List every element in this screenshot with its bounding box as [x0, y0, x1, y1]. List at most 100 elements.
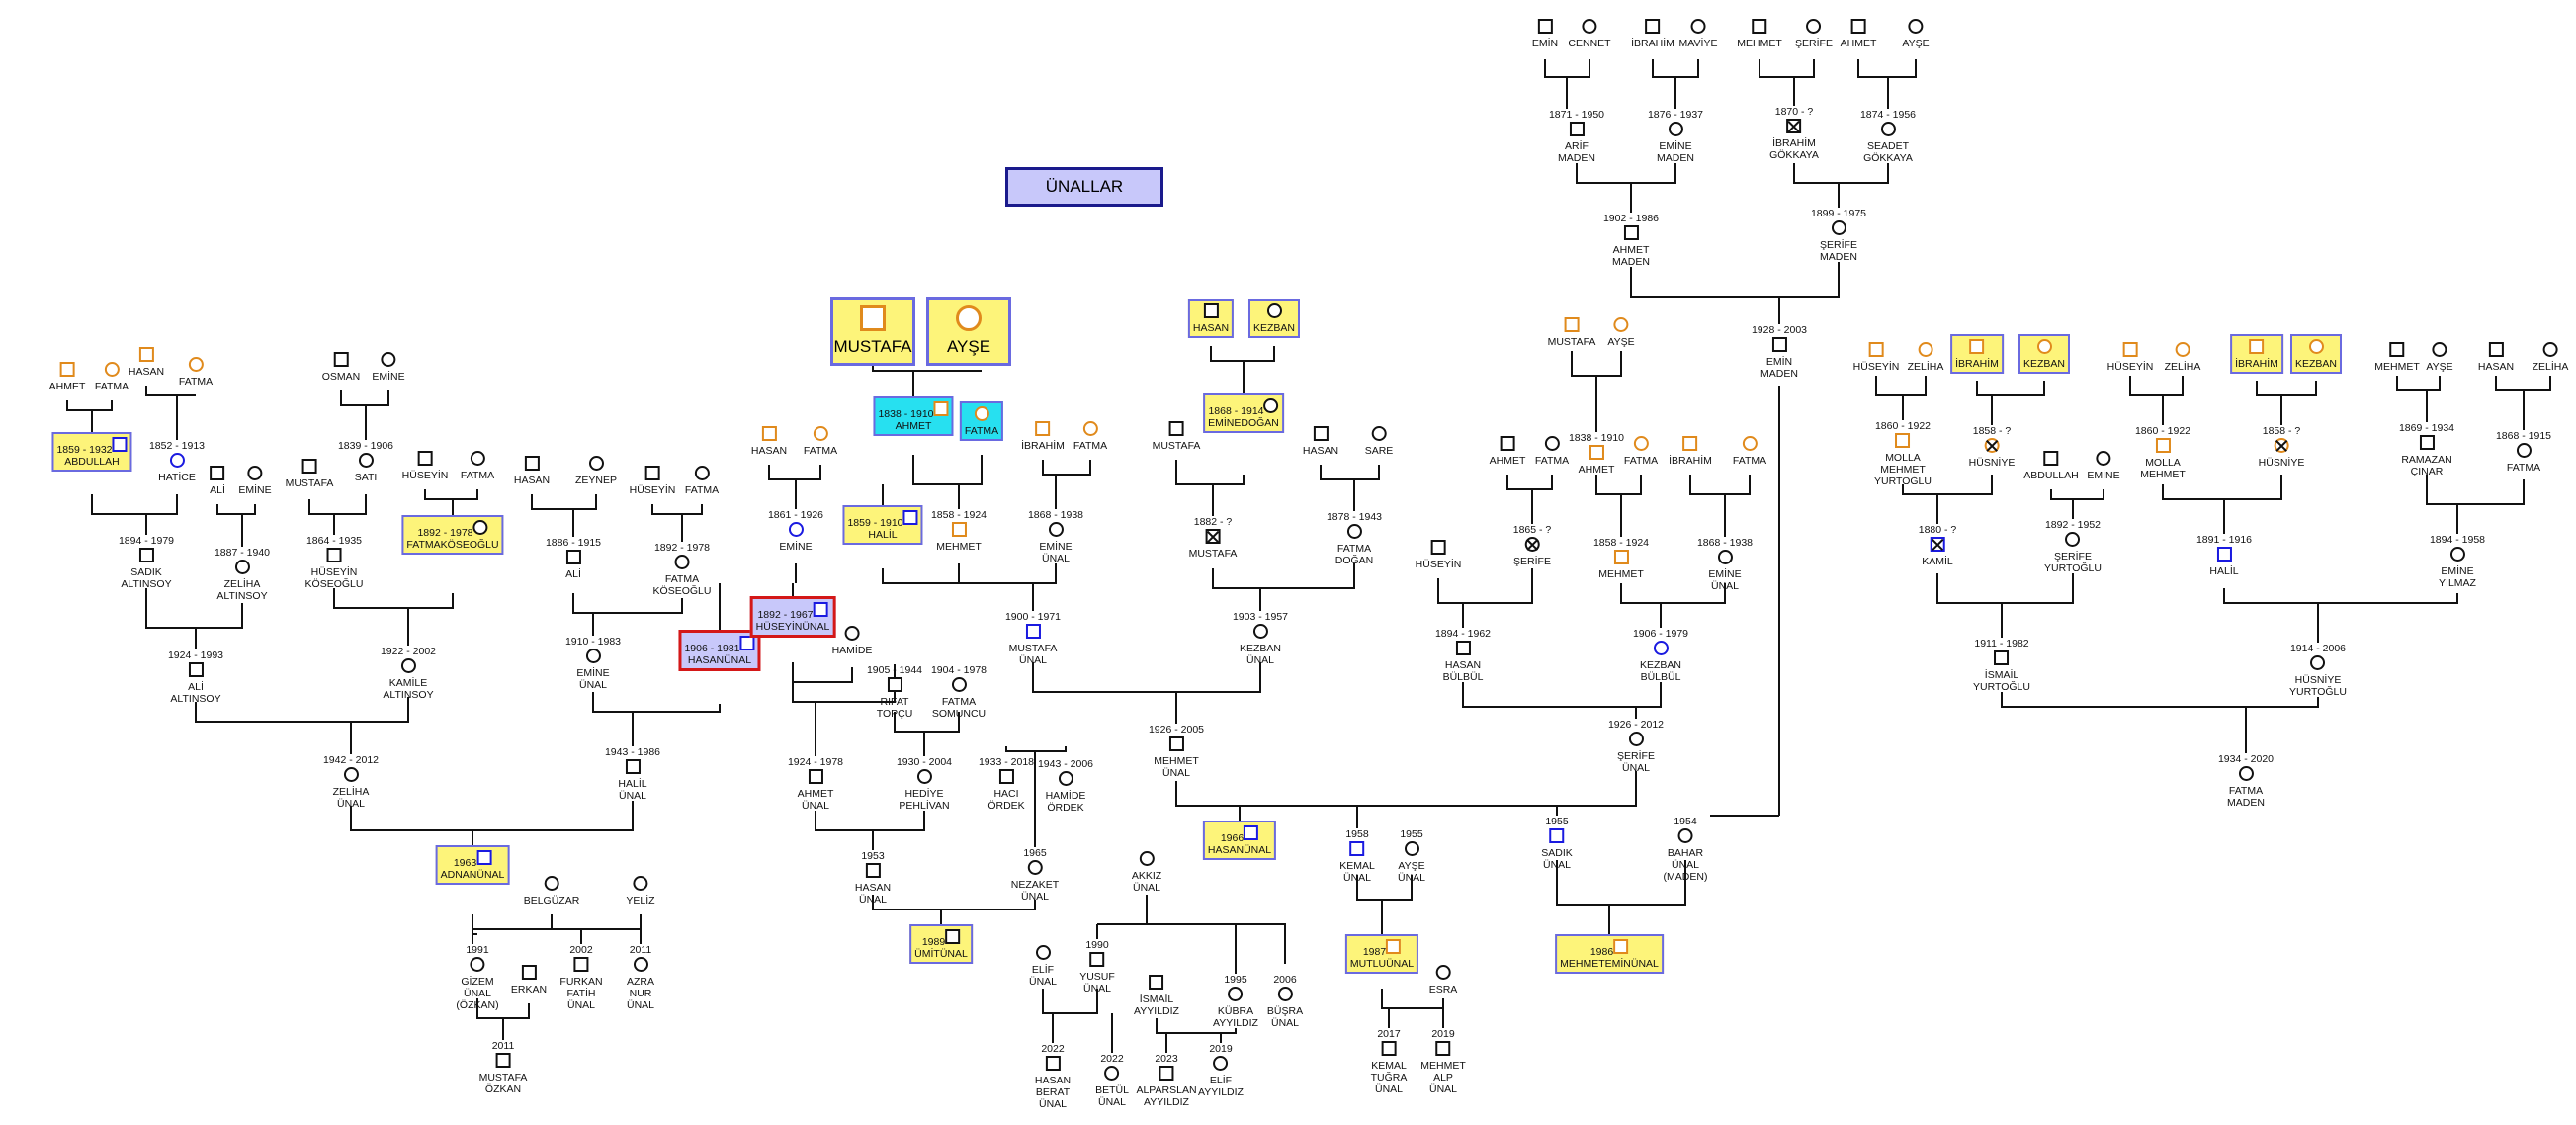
highlighted-person-kezban_y2[interactable]: KEZBAN	[2289, 334, 2343, 374]
person-esra[interactable]: ESRA	[1429, 964, 1457, 995]
person-huseyin_f[interactable]: HÜSEYİN	[1853, 341, 1899, 373]
person-husniye[interactable]: 1858 - ?HÜSNİYE	[1969, 425, 2016, 469]
person-emine_d[interactable]: EMİNE	[372, 351, 405, 383]
person-yeliz[interactable]: YELİZ	[626, 875, 655, 907]
person-huseyin_g[interactable]: HÜSEYİN	[2107, 341, 2153, 373]
person-emine_c[interactable]: EMİNE	[238, 465, 272, 496]
person-fatma_e[interactable]: FATMA	[685, 465, 719, 496]
highlighted-person-ibrahim_y[interactable]: İBRAHİM	[1950, 334, 2004, 374]
person-mustafa_b[interactable]: MUSTAFA	[1153, 420, 1200, 452]
person-huseyin_d[interactable]: HÜSEYİN	[630, 465, 675, 496]
person-hasan_c[interactable]: HASAN	[751, 425, 787, 457]
person-ayse_c[interactable]: AYŞE	[2426, 341, 2453, 373]
highlighted-person-ibrahim_y2[interactable]: İBRAHİM	[2230, 334, 2283, 374]
person-zeliha_b[interactable]: ZELİHA	[2165, 341, 2200, 373]
person-mustafa_d[interactable]: MUSTAFA	[1548, 316, 1595, 348]
person-mustafa_x[interactable]: 1882 - ?MUSTAFA	[1189, 516, 1238, 560]
root-person-mustafa_big[interactable]: MUSTAFA	[830, 297, 915, 366]
highlighted-person-kezban_y[interactable]: KEZBAN	[2018, 334, 2071, 374]
person-cennet[interactable]: CENNET	[1568, 18, 1611, 49]
person-kamil[interactable]: 1880 - ?KAMİL	[1919, 524, 1957, 567]
person-ahmet_top[interactable]: AHMET	[1841, 18, 1876, 49]
highlighted-person-kezban_top[interactable]: KEZBAN	[1247, 299, 1301, 338]
person-hamide[interactable]: HAMİDE	[832, 625, 872, 656]
highlighted-person-hasan_top[interactable]: HASAN	[1187, 299, 1235, 338]
person-osman[interactable]: OSMAN	[322, 351, 360, 383]
person-hasan_e[interactable]: HASAN	[129, 346, 164, 378]
root-person-ayse_big[interactable]: AYŞE	[926, 297, 1011, 366]
person-ibrahim_b[interactable]: İBRAHİM	[1669, 435, 1712, 467]
person-mehmet_b[interactable]: MEHMET	[2374, 341, 2420, 373]
person-erkan[interactable]: ERKAN	[511, 964, 547, 995]
person-husniye2[interactable]: 1858 - ?HÜSNİYE	[2259, 425, 2305, 469]
person-serife_top[interactable]: ŞERİFE	[1795, 18, 1833, 49]
person-mustafa_c[interactable]: MUSTAFA	[286, 458, 333, 489]
person-fatma_i[interactable]: FATMA	[1624, 435, 1658, 467]
person-emin_top[interactable]: EMİN	[1532, 18, 1558, 49]
person-fatma_c[interactable]: FATMA	[804, 425, 837, 457]
person-fatma_a[interactable]: FATMA	[1073, 420, 1107, 452]
person-sare[interactable]: SARE	[1365, 425, 1393, 457]
person-ayse_b[interactable]: AYŞE	[1607, 316, 1635, 348]
person-ali_b[interactable]: ALİ	[210, 465, 225, 496]
